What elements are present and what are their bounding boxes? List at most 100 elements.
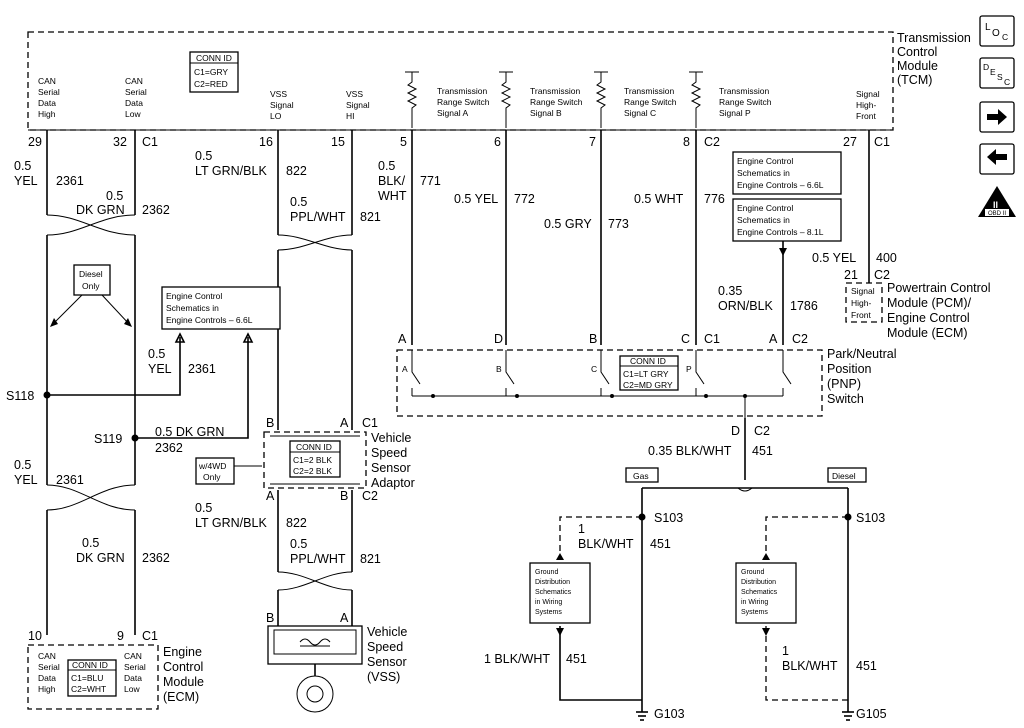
shf-label-1: Signal [856,89,880,99]
loc-icon[interactable]: L O C [979,15,1015,47]
pcm-l3: Engine Control [887,311,970,325]
vssa-l4: Adaptor [371,476,415,490]
svg-text:OBD II: OBD II [988,211,1006,217]
w822-num-bot: 822 [286,516,307,530]
pin-5: 5 [400,135,407,149]
trs-b-label-3: Signal B [530,108,562,118]
w451-top-label: 0.35 BLK/WHT [648,444,732,458]
pcm-sig-2: High- [851,298,871,308]
pin-6: 6 [494,135,501,149]
w2362-num-bot: 2362 [142,551,170,565]
w772-label: 0.5 YEL [454,192,498,206]
splice-s119: S119 [94,432,122,446]
pnp-l2: Position [827,362,872,376]
ecm-module: 10 9 C1 CAN Serial Data High CAN Serial … [27,629,204,710]
trs-p-label-1: Transmission [719,86,769,96]
vss-hi-label-1: VSS [346,89,363,99]
w400-label: 0.5 YEL [812,251,856,265]
vssa-conn-c2: C2=2 BLK [293,466,332,476]
w2362-color-bot: DK GRN [76,551,125,565]
splice-s103-diesel: S103 [856,511,885,525]
can-high-label-2: Serial [38,87,60,97]
can-low-label-3: Data [125,98,143,108]
w2361-size-bot: 0.5 [14,458,31,472]
ground-dist-box-diesel: Ground Distribution Schematics in Wiring… [735,562,797,624]
can-low-label-2: Serial [125,87,147,97]
pnp-pin-c: C [681,332,690,346]
vss-lo-label-3: LO [270,111,282,121]
ecm-pin-9: 9 [117,629,124,643]
w821-num-top: 821 [360,210,381,224]
vss-lo-label-1: VSS [270,89,287,99]
ecm-can-high-2: Serial [38,662,60,672]
can-high-label-1: CAN [38,76,56,86]
pnp-pin-b: B [589,332,597,346]
w821-size-bot: 0.5 [290,537,307,551]
vss-sensor: B A Vehicle Speed Sensor (VSS) [266,611,407,713]
w1786-size: 0.35 [718,284,742,298]
w2361-num-mid: 2361 [188,362,216,376]
ground-g105-icon [842,711,854,721]
splice-s103-gas: S103 [654,511,683,525]
pnp-switch: A D B C C1 A C2 A B C P CONN ID C1=LT GR… [396,332,896,438]
pnp-conn-c2: C2=MD GRY [623,380,673,390]
obd-ii-icon[interactable]: II OBD II [978,186,1016,217]
svg-text:C: C [1004,77,1010,87]
ref-r66-l1: Engine Control [737,156,793,166]
w2362-num-top: 2362 [142,203,170,217]
trs-a-label-2: Range Switch [437,97,490,107]
desc-icon[interactable]: D E S C [979,57,1015,89]
vssa-conn-title: CONN ID [296,442,332,452]
w451-color-gas: BLK/WHT [578,537,634,551]
ecm-pin-10: 10 [28,629,42,643]
trs-b-label-1: Transmission [530,86,580,96]
gd-diesel-l1: Ground [741,569,764,576]
pin-32: 32 [113,135,127,149]
pnp-pin-a2: A [769,332,778,346]
vss-pin-a: A [340,611,349,625]
ref-r81-l3: Engine Controls – 8.1L [737,227,824,237]
tcm-conn-id-box [189,51,239,93]
gd-gas-l4: in Wiring [535,599,562,606]
gas-label: Gas [633,471,649,481]
svg-text:O: O [992,28,1000,39]
w2361-color-bot: YEL [14,473,38,487]
pcm-sig-1: Signal [851,286,875,296]
s119-wire-num: 2362 [155,441,183,455]
gd-gas-l5: Systems [535,609,562,616]
diesel-tag: Diesel [827,467,867,483]
pin-c1-right: C1 [874,135,890,149]
w451-num-diesel: 451 [856,659,877,673]
w4wd-l1: w/4WD [198,461,226,471]
trs-c-label-3: Signal C [624,108,656,118]
pcm-l4: Module (ECM) [887,326,968,340]
ecm-conn-title: CONN ID [72,660,108,670]
ref-r81-l2: Schematics in [737,215,790,225]
tcm-label-1: Transmission [897,31,971,45]
diesel-only-l2: Only [82,281,100,291]
vssa-pin-b-top: B [266,416,274,430]
w773-num: 773 [608,217,629,231]
vss-pin-b: B [266,611,274,625]
vss-hi-label-3: HI [346,111,355,121]
vss-l3: Sensor [367,655,407,669]
gd-diesel-l5: Systems [741,609,768,616]
w776-label: 0.5 WHT [634,192,684,206]
pin-27: 27 [843,135,857,149]
w2361-size-mid: 0.5 [148,347,165,361]
pnp-pin-d: D [494,332,503,346]
left-arrow-icon[interactable] [979,143,1015,175]
vss-l1: Vehicle [367,625,407,639]
ref-r66-l2: Schematics in [737,168,790,178]
pnp-l1: Park/Neutral [827,347,896,361]
w1786-num: 1786 [790,299,818,313]
vssa-pin-c2: C2 [362,489,378,503]
pcm-l1: Powertrain Control [887,281,991,295]
pnp-out-pin-c2: C2 [754,424,770,438]
w773-label: 0.5 GRY [544,217,592,231]
ecm-can-low-3: Data [124,673,142,683]
w451-num-gas: 451 [650,537,671,551]
vss-lo-label-2: Signal [270,100,294,110]
right-arrow-icon[interactable] [979,101,1015,133]
ref-r66-l3: Engine Controls – 6.6L [737,180,824,190]
